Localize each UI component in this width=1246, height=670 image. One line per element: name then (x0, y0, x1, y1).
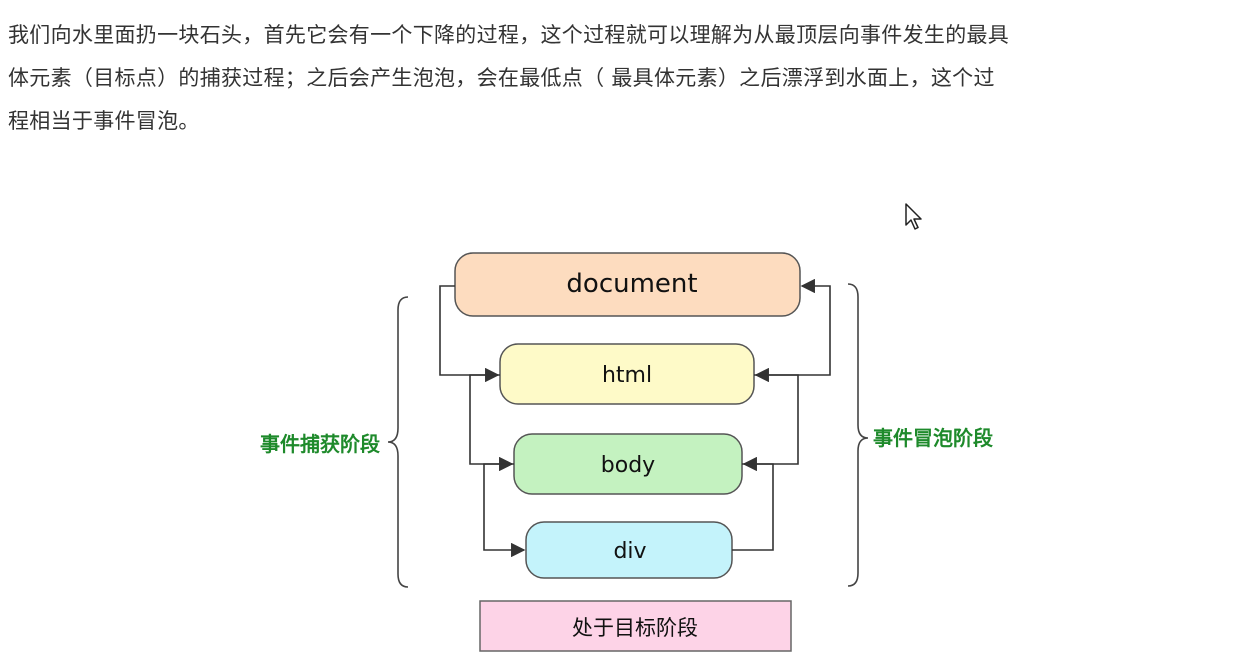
node-html-label: html (602, 363, 652, 388)
capture-phase-brace (387, 296, 409, 588)
bubble-phase-brace (847, 283, 869, 587)
node-html: html (499, 343, 755, 405)
paragraph-line-3: 程相当于事件冒泡。 (8, 109, 200, 133)
node-document-box (454, 252, 801, 317)
paragraph-line-1: 我们向水里面扔一块石头，首先它会有一个下降的过程，这个过程就可以理解为从最顶层向… (8, 23, 1010, 47)
node-html-box (499, 343, 755, 405)
bubble-phase-label: 事件冒泡阶段 (873, 426, 993, 450)
node-div: div (525, 521, 733, 579)
description-paragraph: 我们向水里面扔一块石头，首先它会有一个下降的过程，这个过程就可以理解为从最顶层向… (8, 14, 1238, 143)
target-phase-label: 处于目标阶段 (572, 616, 698, 640)
node-document: document (454, 252, 801, 317)
capture-connectors (439, 285, 526, 558)
node-document-label: document (566, 269, 697, 299)
mouse-cursor-icon (905, 203, 922, 230)
capture-arrow-document-html (439, 285, 500, 383)
capture-arrow-body-div (483, 463, 526, 558)
bubble-connectors (732, 278, 831, 551)
paragraph-line-2: 体元素（目标点）的捕获过程；之后会产生泡泡，会在最低点（ 最具体元素）之后漂浮到… (8, 66, 995, 90)
target-phase-box: 处于目标阶段 (479, 600, 792, 652)
node-div-label: div (613, 539, 646, 564)
node-body-label: body (601, 453, 655, 478)
capture-phase-label: 事件捕获阶段 (260, 432, 380, 456)
node-body: body (513, 433, 743, 495)
bubble-arrow-html-document (754, 278, 831, 376)
target-phase-rect (479, 600, 792, 652)
